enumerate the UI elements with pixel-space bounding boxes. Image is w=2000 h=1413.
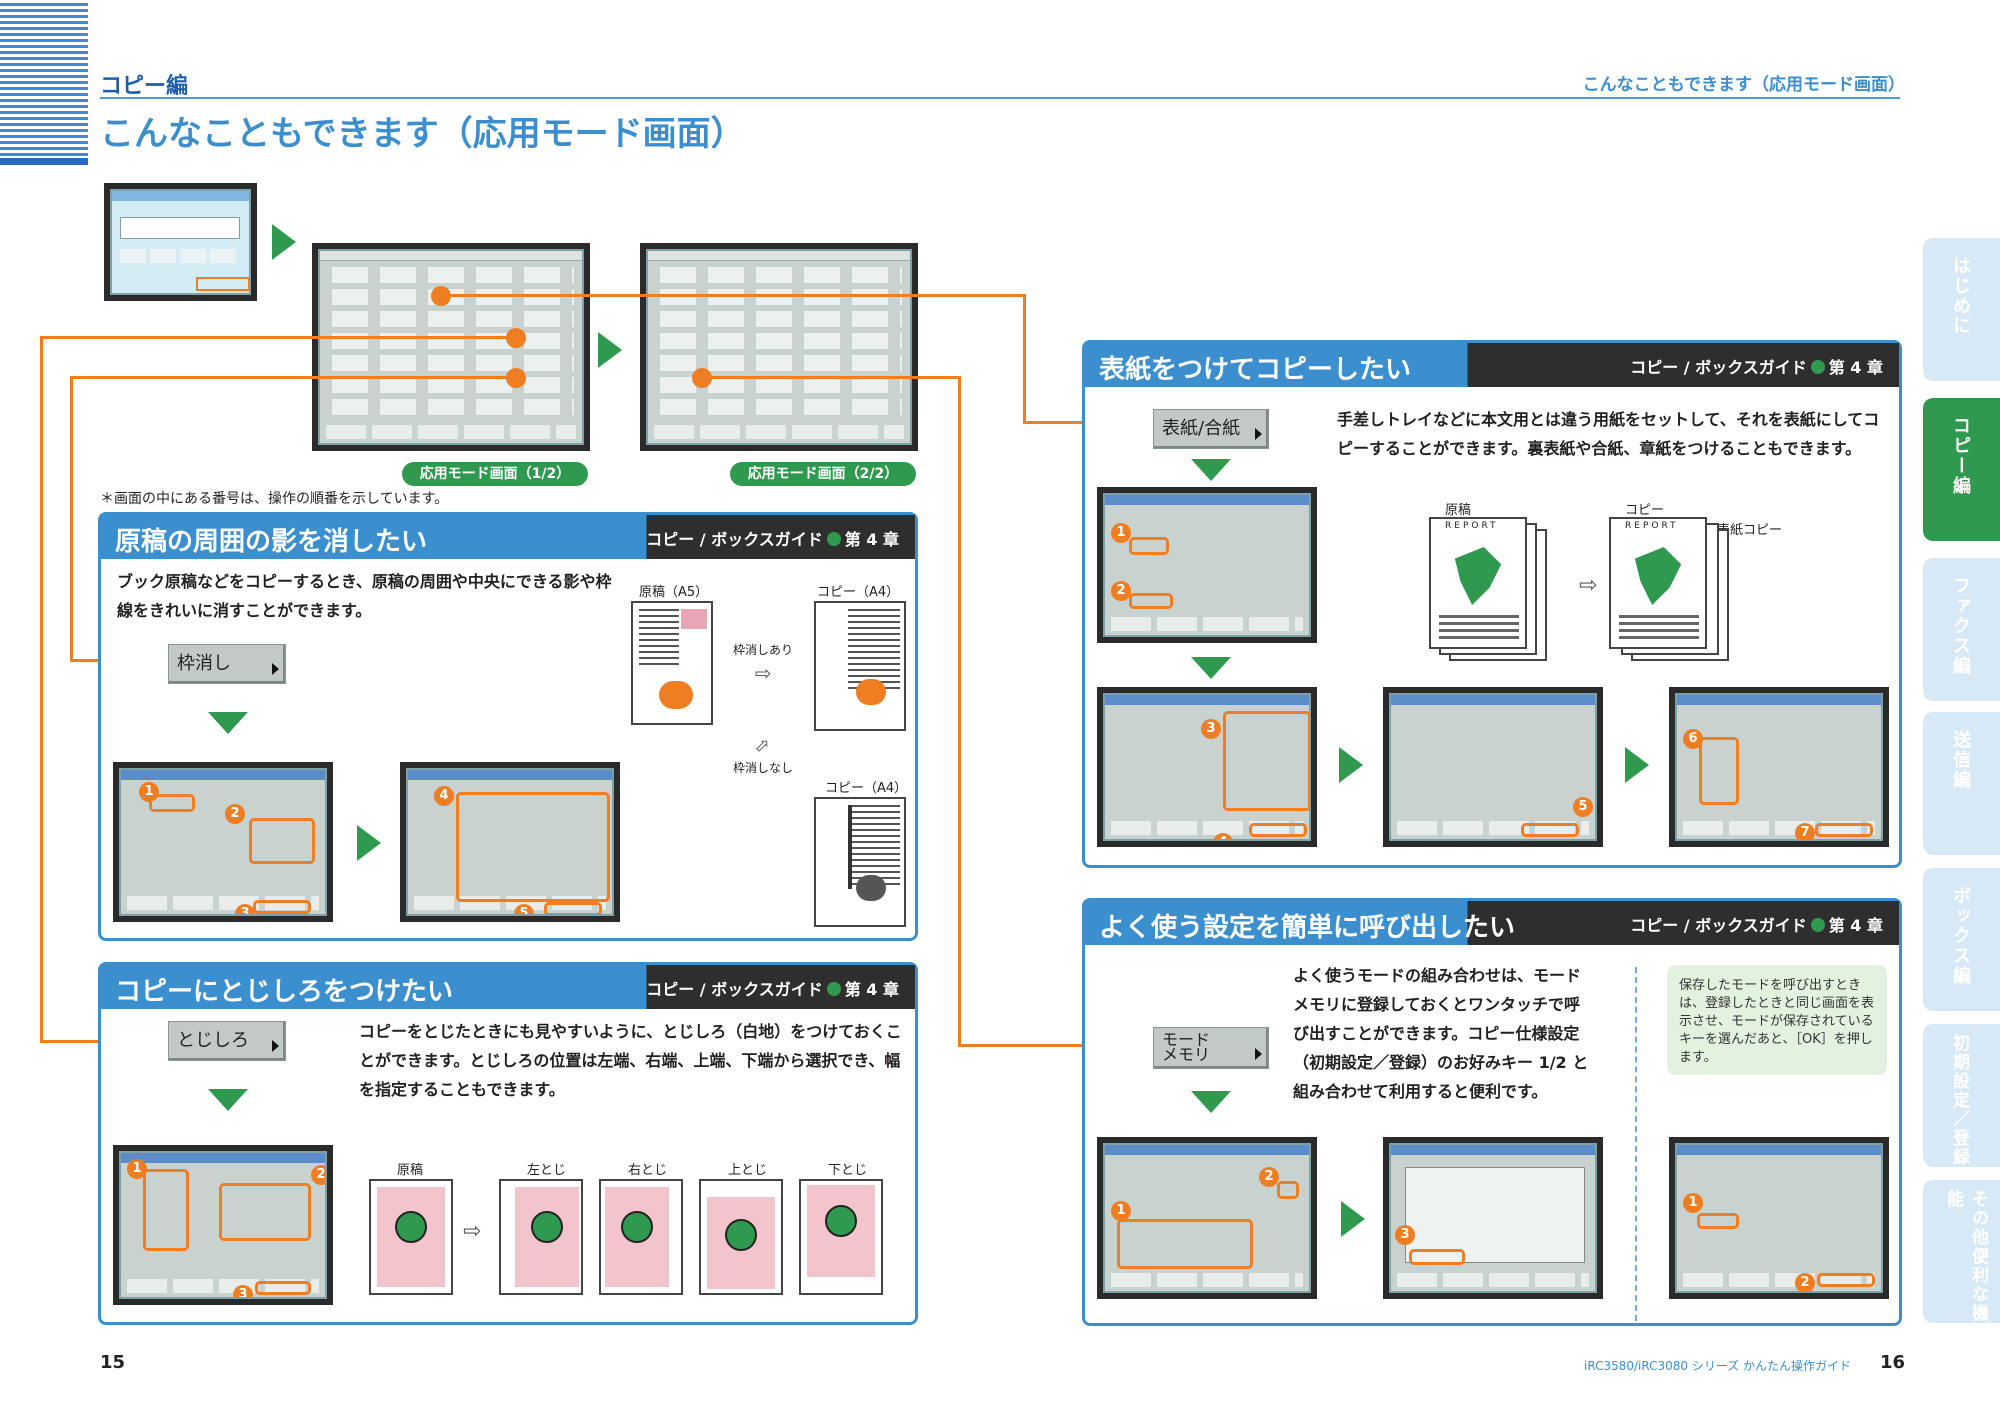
- page-title: こんなこともできます（応用モード画面）: [100, 114, 745, 154]
- cover-screen-4: 6 7: [1669, 687, 1889, 847]
- cover-copy-label: コピー: [1625, 503, 1665, 518]
- frame-original-paper: [631, 601, 713, 725]
- arrow-outline-icon: ⇨: [1579, 573, 1598, 598]
- arrow-outline-icon: ⇨: [755, 661, 772, 685]
- frame-original-label: 原稿（A5）: [639, 585, 709, 600]
- mode-memory-guide: コピー / ボックスガイド第 4 章: [1630, 916, 1883, 935]
- mode-memory-note: 保存したモードを呼び出すときは、登録したときと同じ画面を表示させ、モードが保存さ…: [1667, 965, 1887, 1075]
- cover-copy-front: REPORT: [1609, 517, 1707, 649]
- basic-screen-thumbnail: [104, 183, 257, 301]
- binding-original-label: 原稿: [397, 1163, 424, 1178]
- cover-original-label: 原稿: [1445, 503, 1472, 518]
- mode-memory-key: モードメモリ: [1153, 1027, 1269, 1069]
- header-stripes-bar: [0, 158, 88, 165]
- left-page-number: 15: [100, 1352, 126, 1373]
- binding-bottom-paper: [799, 1179, 883, 1295]
- mode-memory-section: よく使う設定を簡単に呼び出したい コピー / ボックスガイド第 4 章 モードメ…: [1082, 898, 1902, 1326]
- flow-arrow-down: [1191, 657, 1231, 679]
- binding-bottom-label: 下とじ: [828, 1163, 868, 1178]
- section-label: コピー編: [100, 74, 189, 99]
- tab-box[interactable]: ボックス編: [1923, 868, 2000, 1011]
- with-erase-label: 枠消しあり: [733, 643, 794, 657]
- tab-introduction[interactable]: はじめに: [1923, 238, 2000, 381]
- tab-other[interactable]: その他便利な機能: [1923, 1180, 2000, 1323]
- frame-erase-guide: コピー / ボックスガイド第 4 章: [646, 530, 899, 549]
- flow-arrow: [272, 224, 296, 260]
- cover-screen-2: 3 4: [1097, 687, 1317, 847]
- flow-arrow: [598, 332, 622, 368]
- tab-settings[interactable]: 初期設定／登録: [1923, 1024, 2000, 1167]
- frame-copy-without-erase: [814, 797, 906, 927]
- flow-arrow: [357, 825, 381, 861]
- operation-order-note: ＊画面の中にある番号は、操作の順番を示しています。: [100, 491, 449, 507]
- mode-memory-screen-3: 1 2: [1669, 1137, 1889, 1299]
- binding-left-label: 左とじ: [527, 1163, 567, 1178]
- binding-top-label: 上とじ: [728, 1163, 768, 1178]
- binding-text: コピーをとじたときにも見やすいように、とじしろ（白地）をつけておくことができます…: [359, 1022, 902, 1099]
- advanced-mode-screen-2: [640, 243, 918, 451]
- right-page-number: 16: [1880, 1352, 1906, 1373]
- flow-arrow: [1339, 747, 1363, 783]
- mode-memory-screen-2: 3: [1383, 1137, 1603, 1299]
- binding-original-paper: [369, 1179, 453, 1295]
- binding-section: コピーにとじしろをつけたい コピー / ボックスガイド第 4 章 とじしろ コピ…: [98, 962, 918, 1325]
- frame-erase-section: 原稿の周囲の影を消したい コピー / ボックスガイド第 4 章 ブック原稿などを…: [98, 512, 918, 941]
- section-divider: [1635, 967, 1637, 1321]
- flow-arrow: [1625, 747, 1649, 783]
- mode-memory-text: よく使うモードの組み合わせは、モードメモリに登録しておくとワンタッチで呼び出すこ…: [1293, 966, 1589, 1101]
- cover-guide: コピー / ボックスガイド第 4 章: [1630, 358, 1883, 377]
- frame-erase-screen-2: 4 5: [400, 762, 620, 922]
- mode-memory-title: よく使う設定を簡単に呼び出したい: [1099, 913, 1516, 943]
- flow-arrow: [1341, 1201, 1365, 1237]
- cover-screen-1: 1 2: [1097, 487, 1317, 643]
- header-stripes: [0, 0, 88, 165]
- binding-right-label: 右とじ: [628, 1163, 668, 1178]
- flow-arrow-down: [208, 1089, 248, 1111]
- arrow-outline-icon: ⇨: [463, 1219, 482, 1244]
- mode-memory-screen-1: 1 2: [1097, 1137, 1317, 1299]
- running-title: こんなこともできます（応用モード画面）: [1582, 75, 1905, 95]
- cover-key: 表紙/合紙: [1153, 409, 1269, 449]
- panel2-label: 応用モード画面（2/2）: [730, 462, 916, 486]
- cover-section: 表紙をつけてコピーしたい コピー / ボックスガイド第 4 章 表紙/合紙 手差…: [1082, 340, 1902, 868]
- binding-screen: 1 2 3: [113, 1145, 333, 1305]
- flow-arrow-down: [1191, 459, 1231, 481]
- flow-arrow-down: [208, 712, 248, 734]
- binding-guide: コピー / ボックスガイド第 4 章: [646, 980, 899, 999]
- frame-erase-text: ブック原稿などをコピーするとき、原稿の周囲や中央にできる影や枠線をきれいに消すこ…: [117, 572, 612, 620]
- cover-text: 手差しトレイなどに本文用とは違う用紙をセットして、それを表紙にしてコピーすること…: [1337, 410, 1880, 458]
- footer-guide-title: iRC3580/iRC3080 シリーズ かんたん操作ガイド: [1584, 1359, 1852, 1373]
- frame-copy-with-erase: [814, 601, 906, 731]
- frame-erase-screen-1: 1 2 3: [113, 762, 333, 922]
- frame-erase-title: 原稿の周囲の影を消したい: [115, 527, 428, 557]
- flow-arrow-down: [1191, 1091, 1231, 1113]
- frame-copy-label-1: コピー（A4）: [817, 585, 900, 600]
- cover-copy-annotation: 表紙コピー: [1717, 523, 1783, 538]
- cover-title: 表紙をつけてコピーしたい: [1099, 355, 1412, 385]
- arrow-outline-icon: ⇨: [749, 732, 776, 759]
- panel1-label: 応用モード画面（1/2）: [402, 462, 588, 486]
- binding-title: コピーにとじしろをつけたい: [115, 977, 454, 1007]
- binding-left-paper: [499, 1179, 583, 1295]
- frame-erase-key: 枠消し: [168, 644, 286, 684]
- frame-copy-label-2: コピー（A4）: [825, 781, 908, 796]
- tab-send[interactable]: 送信編: [1923, 712, 2000, 855]
- header-rule: [100, 97, 1900, 99]
- binding-top-paper: [699, 1179, 783, 1295]
- without-erase-label: 枠消しなし: [733, 761, 794, 775]
- tab-copy[interactable]: コピー編: [1923, 398, 2000, 541]
- cover-screen-3: 5: [1383, 687, 1603, 847]
- advanced-mode-screen-1: [312, 243, 590, 451]
- binding-right-paper: [599, 1179, 683, 1295]
- binding-key: とじしろ: [168, 1021, 286, 1061]
- cover-original-front: REPORT: [1429, 517, 1527, 649]
- tab-fax[interactable]: ファクス編: [1923, 558, 2000, 701]
